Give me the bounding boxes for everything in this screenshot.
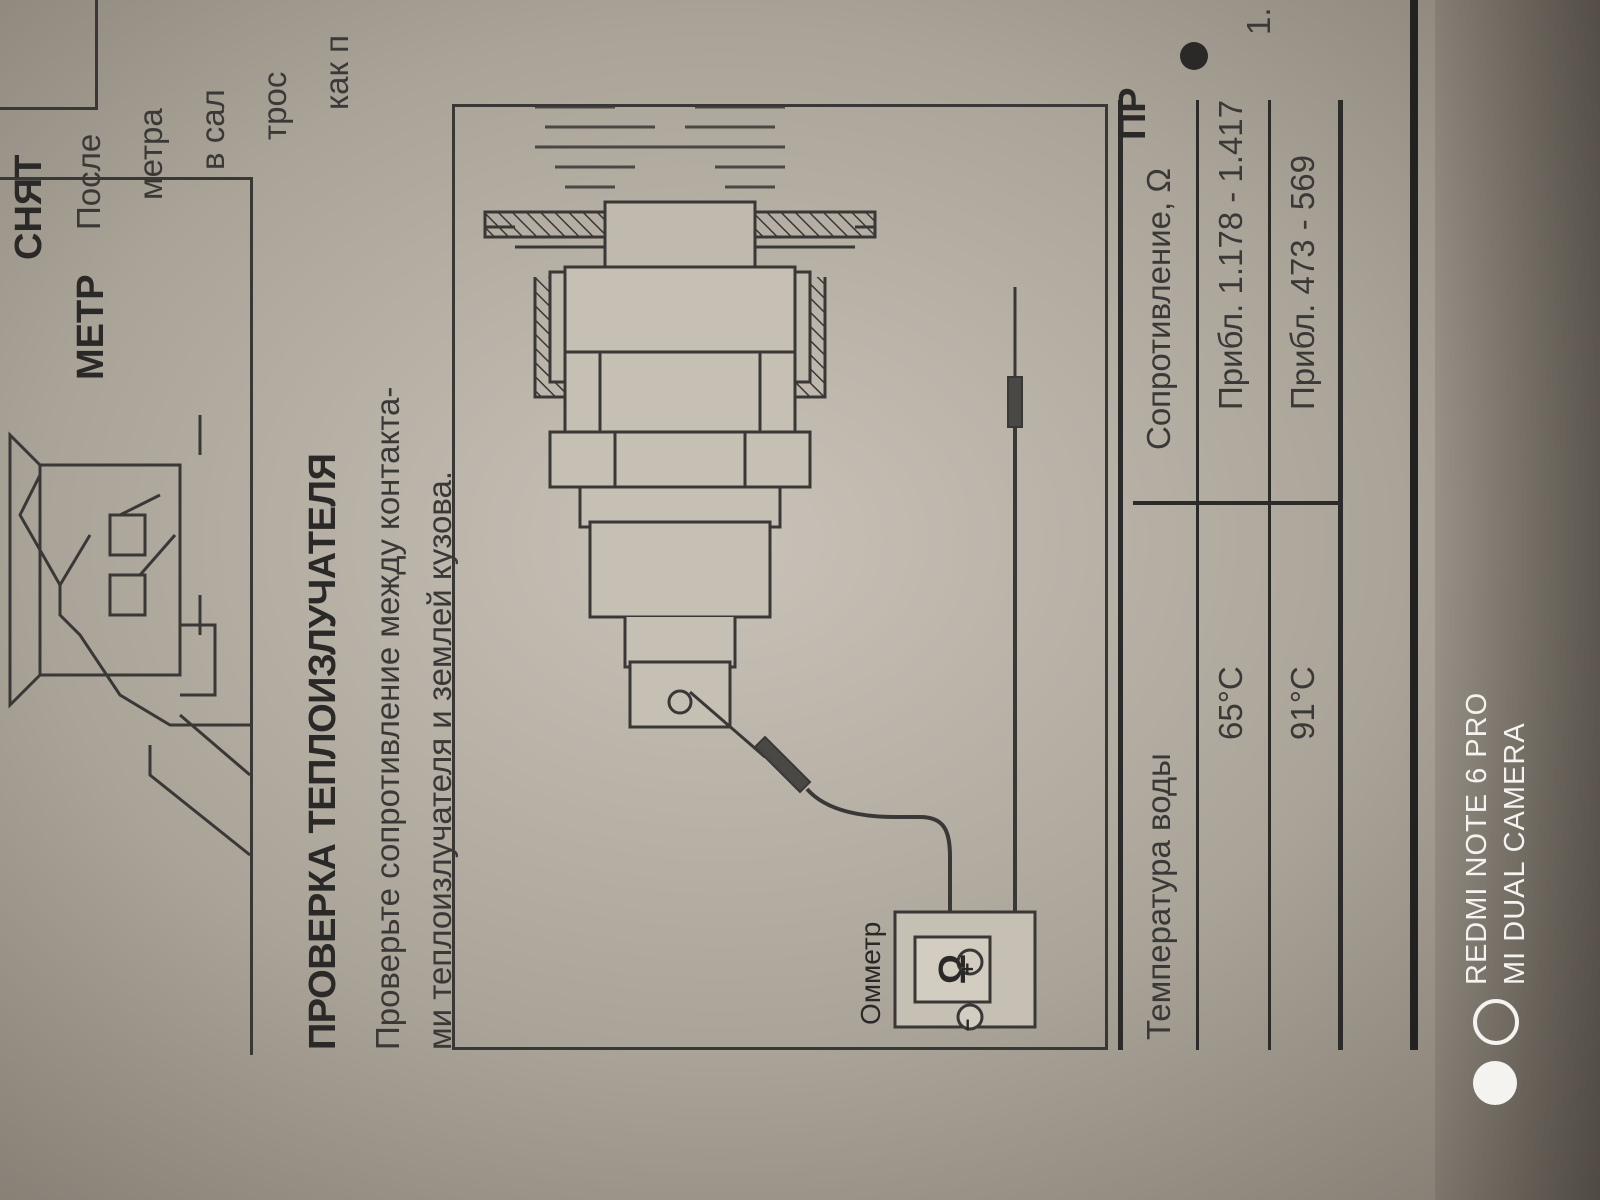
section-title: ПРОВЕРКА ТЕПЛОИЗЛУЧАТЕЛЯ	[302, 453, 344, 1050]
column-rule	[1410, 0, 1418, 1050]
watermark-ring-icon	[1473, 999, 1519, 1045]
terminal-lug	[628, 660, 732, 729]
previous-figure-drawing	[8, 415, 250, 857]
table-cell-temp-1: 65°C	[1212, 666, 1249, 740]
sensor-body	[563, 265, 797, 359]
table-cell-res-1: Прибл. 1.178 - 1.417	[1212, 99, 1249, 410]
table-column-divider	[1133, 501, 1343, 505]
table-rule-1	[1196, 100, 1199, 1050]
table-header-temperature: Температура воды	[1140, 753, 1177, 1040]
sensor-test-figure: + − Ω Омметр	[452, 104, 1108, 1050]
camera-watermark: REDMI NOTE 6 PRO MI DUAL CAMERA	[1458, 692, 1534, 985]
table-rule-bottom	[1338, 100, 1343, 1050]
previous-text-2: метра	[132, 108, 169, 200]
hex-nut	[548, 430, 812, 489]
connector	[588, 520, 772, 619]
meter-omega: Ω	[932, 954, 974, 984]
table-rule-top	[1118, 100, 1123, 1050]
next-bullet-icon	[1180, 42, 1208, 70]
watermark-line-1: REDMI NOTE 6 PRO	[1461, 691, 1493, 985]
watermark-line-2: MI DUAL CAMERA	[1499, 722, 1531, 985]
resistance-table: Температура воды Сопротивление, Ω 65°C П…	[1118, 100, 1343, 1050]
previous-text-3: в сал	[194, 89, 231, 170]
table-header-resistance: Сопротивление, Ω	[1140, 168, 1177, 450]
meter-plus-terminal	[956, 948, 984, 976]
meter-label: Омметр	[855, 922, 886, 1025]
sensor-test-drawing: + − Ω Омметр	[483, 107, 1037, 1032]
watermark-dot-icon	[1473, 1061, 1517, 1105]
coolant-dashes	[535, 107, 785, 189]
table-cell-res-2: Прибл. 473 - 569	[1284, 155, 1321, 410]
meter-minus-terminal	[956, 1003, 984, 1031]
probe-plus	[753, 735, 812, 794]
next-column-figure	[0, 0, 98, 110]
sensor-tip	[603, 200, 757, 274]
previous-section-title: СНЯТ	[8, 154, 50, 260]
meter-plus-sign: +	[955, 963, 980, 976]
lead-plus	[805, 787, 952, 962]
previous-section-title-2: МЕТР	[70, 274, 112, 380]
next-section-title: ПР	[1112, 87, 1154, 140]
meter-minus-sign: −	[955, 1019, 980, 1032]
previous-text-5: как п	[318, 35, 355, 110]
table-cell-temp-2: 91°C	[1284, 666, 1321, 740]
previous-text-4: трос	[256, 71, 293, 140]
probe-ground	[1007, 376, 1023, 428]
terminal-hole	[667, 689, 693, 715]
previous-text-1: После	[70, 133, 107, 230]
section-body-line-1: Проверьте сопротивление между контакта-	[369, 386, 406, 1050]
table-rule-2	[1268, 100, 1271, 1050]
previous-figure	[0, 177, 253, 1055]
next-item-number: 1.	[1240, 7, 1277, 35]
section-body: Проверьте сопротивление между контакта- …	[362, 350, 466, 1050]
